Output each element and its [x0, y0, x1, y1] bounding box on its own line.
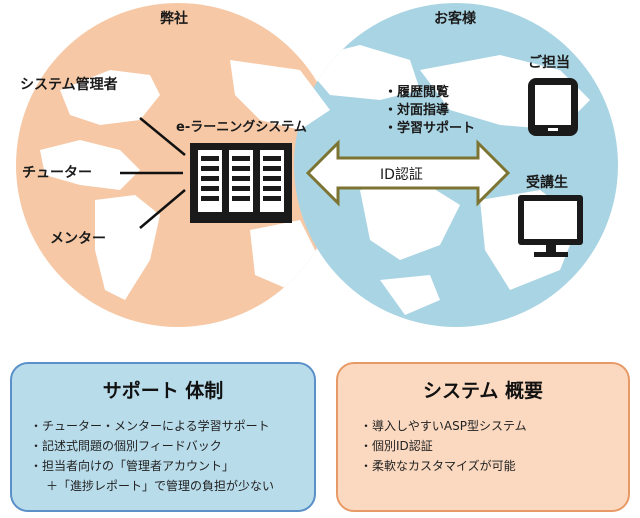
feature-list: ・履歴閲覧 ・対面指導 ・学習サポート — [384, 84, 475, 138]
support-item: ・チューター・メンターによる学習サポート — [30, 419, 270, 433]
customer-label: お客様 — [434, 11, 476, 27]
learner-label: 受講生 — [526, 175, 568, 191]
role-mentor: メンター — [50, 231, 106, 247]
system-item: ・柔軟なカスタマイズが可能 — [360, 459, 516, 473]
system-item: ・導入しやすいASP型システム — [360, 419, 527, 433]
system-label: e-ラーニングシステム — [176, 120, 307, 135]
monitor-icon — [518, 195, 583, 257]
support-box: サポート 体制 ・チューター・メンターによる学習サポート ・記述式問題の個別フィ… — [10, 362, 316, 512]
system-box: システム 概要 ・導入しやすいASP型システム ・個別ID認証 ・柔軟なカスタマ… — [336, 362, 630, 512]
diagram: 弊社 お客様 システム管理者 チューター メンター e-ラーニングシステム ・履… — [16, 3, 618, 327]
system-item: ・個別ID認証 — [360, 439, 433, 453]
diagram-graphic — [16, 3, 618, 327]
feature-item: ・対面指導 — [384, 103, 450, 118]
id-auth-label: ID認証 — [380, 167, 423, 183]
tablet-icon — [528, 78, 578, 136]
line-admin — [139, 117, 186, 156]
customer-admin-label: ご担当 — [528, 55, 570, 71]
server-icon — [190, 143, 292, 223]
support-item: ＋「進捗レポート」で管理の負担が少ない — [46, 479, 275, 493]
system-list: ・導入しやすいASP型システム ・個別ID認証 ・柔軟なカスタマイズが可能 — [360, 416, 527, 476]
line-mentor — [139, 189, 186, 229]
company-label: 弊社 — [160, 11, 188, 27]
double-arrow-icon — [305, 139, 511, 207]
support-box-title: サポート 体制 — [102, 380, 224, 402]
support-item: ・担当者向けの「管理者アカウント」 — [30, 459, 235, 473]
system-box-title: システム 概要 — [422, 380, 544, 402]
support-item: ・記述式問題の個別フィードバック — [30, 439, 222, 453]
support-list: ・チューター・メンターによる学習サポート ・記述式問題の個別フィードバック ・担… — [30, 416, 274, 496]
role-tutor: チューター — [22, 165, 92, 181]
role-system-admin: システム管理者 — [20, 77, 118, 93]
feature-item: ・学習サポート — [384, 121, 476, 136]
feature-item: ・履歴閲覧 — [384, 85, 450, 100]
